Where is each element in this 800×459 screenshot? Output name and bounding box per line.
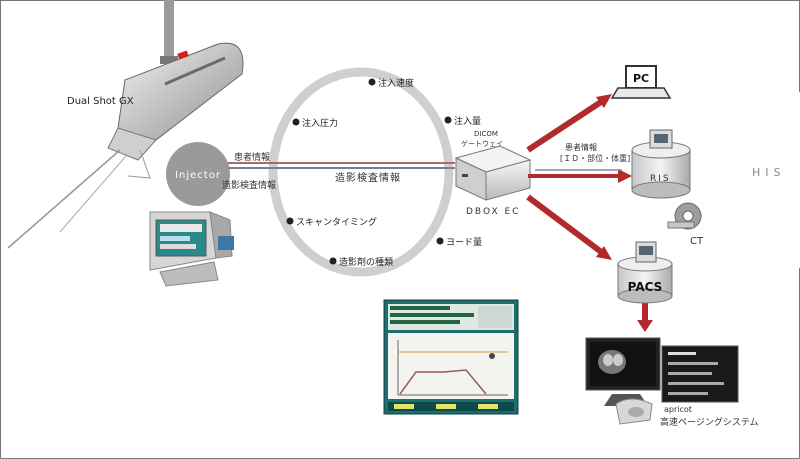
injector-circle-label: Injector (175, 170, 221, 181)
gateway-label: ゲートウェイ (461, 139, 503, 148)
paging-workstation (586, 338, 738, 424)
param-injection-pressure: 注入圧力 (302, 117, 338, 129)
injection-monitor (384, 300, 518, 414)
gateway-dicom-label: DICOM (474, 130, 498, 138)
ris-link-detail: [ＩＤ・部位・体重] (560, 153, 630, 163)
injector-console (150, 212, 234, 286)
param-iodine-amount: ヨード量 (446, 237, 482, 248)
patient-info-label: 患者情報 (234, 151, 270, 163)
param-scan-timing: スキャンタイミング (296, 216, 377, 228)
ring-title: 造影検査情報 (335, 171, 401, 184)
exam-info-ring (273, 72, 449, 272)
pacs-label: PACS (628, 280, 663, 294)
param-injection-volume: 注入量 (454, 115, 481, 127)
ris-node (632, 130, 690, 198)
his-label: HIS (752, 166, 786, 179)
injector-name: Dual Shot GX (67, 96, 134, 107)
gateway-box (456, 146, 530, 200)
paging-system-name: 高速ページングシステム (660, 416, 759, 428)
injector-device (8, 0, 243, 248)
ris-link-label: 患者情報 (565, 142, 597, 152)
ris-label: RIS (650, 174, 671, 184)
exam-info-arrow-label: 造影検査情報 (222, 179, 276, 191)
ct-node (668, 203, 701, 229)
ct-label: CT (690, 236, 704, 247)
gateway-name: DBOX EC (466, 207, 520, 217)
paging-brand: apricot (664, 405, 692, 414)
his-node: HIS (712, 92, 800, 268)
param-contrast-type: 造影剤の種類 (339, 256, 393, 268)
pc-label: PC (633, 72, 649, 85)
param-injection-speed: 注入速度 (378, 77, 414, 89)
